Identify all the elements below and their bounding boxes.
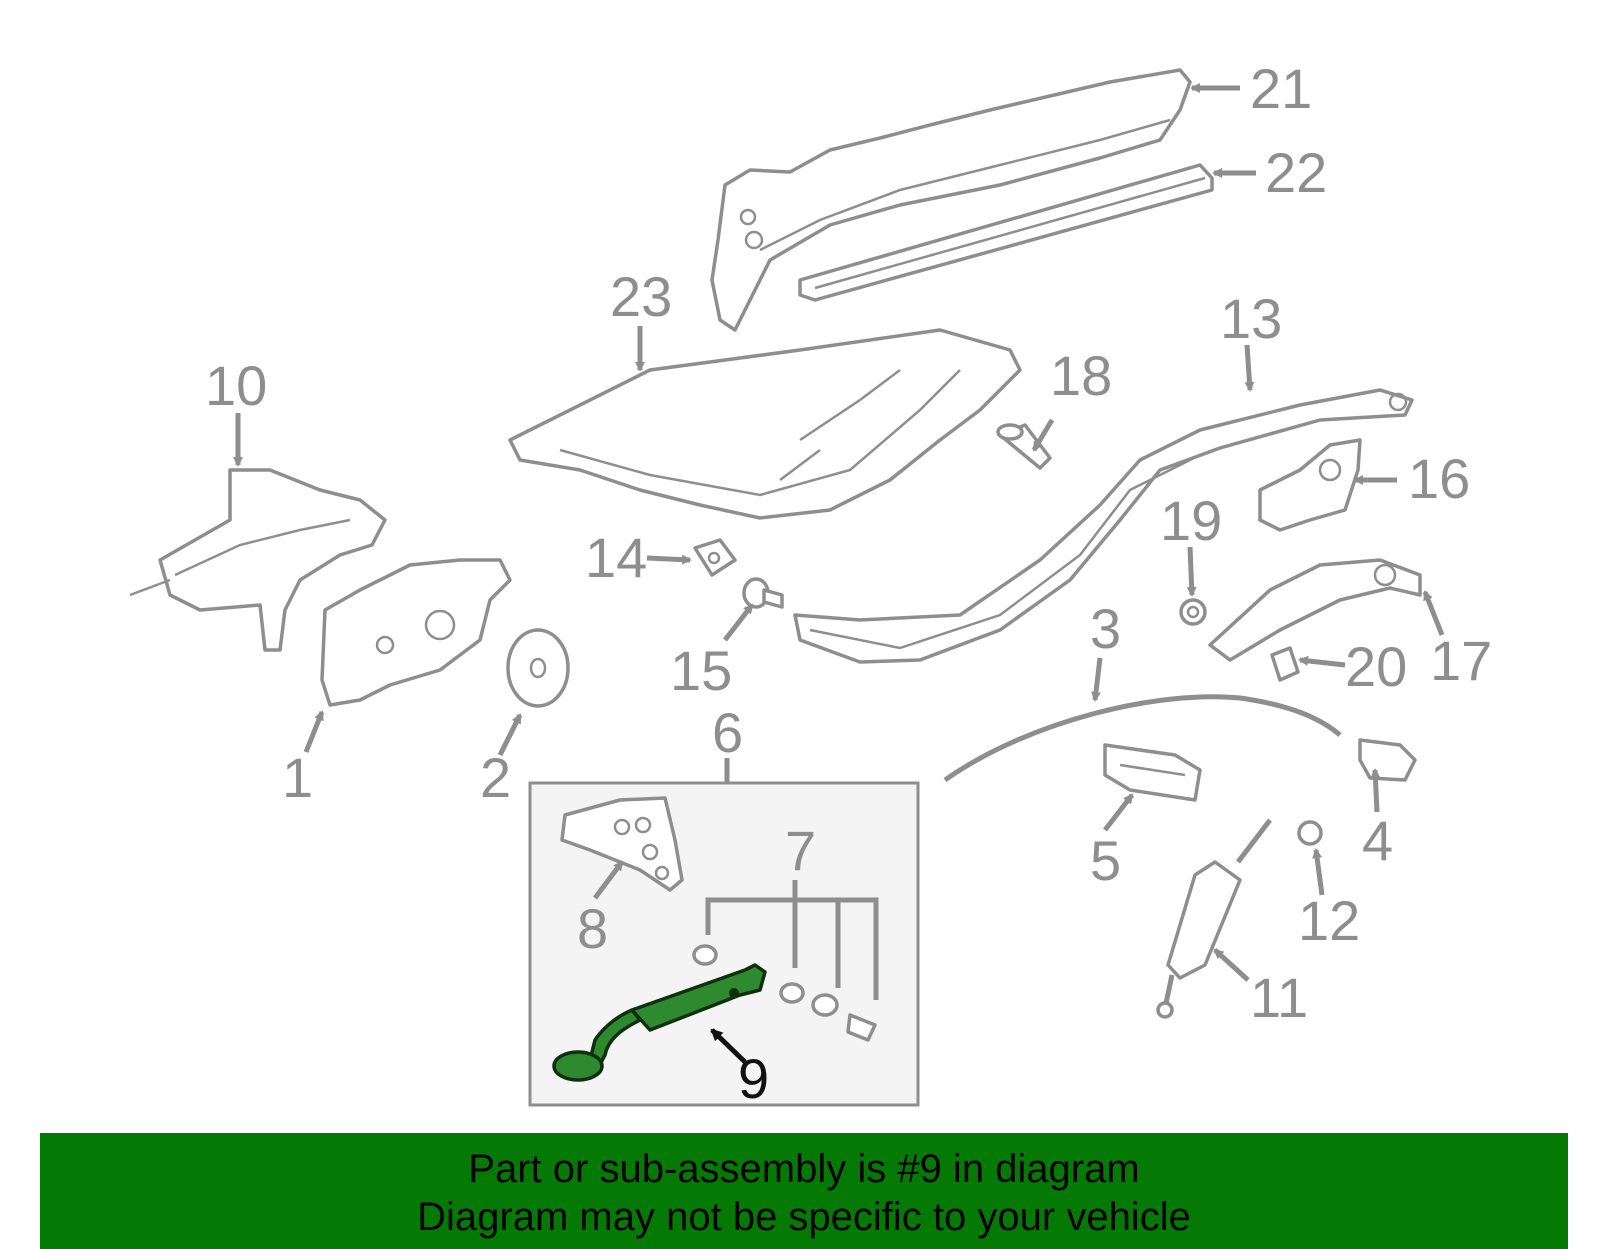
callout-13: 13 xyxy=(1220,287,1282,350)
callout-23: 23 xyxy=(610,265,672,328)
part-7-hardware xyxy=(692,880,879,1042)
part-15-bushing xyxy=(742,577,784,609)
banner-line-disclaimer: Diagram may not be specific to your vehi… xyxy=(417,1195,1191,1239)
part-12-bumper xyxy=(1297,820,1323,846)
callout-20: 20 xyxy=(1345,635,1407,698)
callout-21: 21 xyxy=(1250,57,1312,120)
callout-9: 9 xyxy=(738,1047,769,1110)
callout-3: 3 xyxy=(1090,597,1121,660)
callout-12: 12 xyxy=(1298,889,1360,952)
part-3-cable xyxy=(943,694,1342,783)
part-20-clip xyxy=(1270,646,1300,682)
callout-labels: 21 22 23 13 18 10 16 19 14 3 20 17 15 6 … xyxy=(205,57,1492,1110)
info-banner: Part or sub-assembly is #9 in diagram Di… xyxy=(40,1133,1568,1249)
callout-11: 11 xyxy=(1250,966,1308,1029)
part-5-module xyxy=(1103,743,1202,802)
callout-15: 15 xyxy=(670,639,732,702)
part-16-hinge-bracket xyxy=(1258,438,1362,532)
part-18-pin xyxy=(996,423,1052,470)
part-22-seal-strip xyxy=(798,163,1214,302)
part-19-grommet xyxy=(1179,598,1207,626)
part-13-arm xyxy=(793,388,1414,664)
part-17-link xyxy=(1208,558,1422,662)
part-14-clip xyxy=(693,538,737,577)
part-2-washer xyxy=(506,628,570,708)
part-21-frame-rail xyxy=(710,68,1192,332)
callout-6: 6 xyxy=(712,701,743,764)
callout-17: 17 xyxy=(1430,629,1492,692)
part-8-plate xyxy=(560,796,684,892)
callout-16: 16 xyxy=(1408,447,1470,510)
callout-19: 19 xyxy=(1160,489,1222,552)
callout-5: 5 xyxy=(1090,829,1121,892)
part-10-latch-bracket xyxy=(129,468,387,652)
callout-1: 1 xyxy=(282,746,313,809)
part-23-trim-panel xyxy=(508,328,1022,520)
banner-line-part-number: Part or sub-assembly is #9 in diagram xyxy=(468,1147,1140,1191)
callout-2: 2 xyxy=(480,746,511,809)
callout-10: 10 xyxy=(205,354,267,417)
part-11-strut xyxy=(1156,818,1272,1019)
part-4-connector xyxy=(1358,738,1417,782)
part-1-actuator xyxy=(320,558,512,707)
part-9-highlighted-arm xyxy=(552,963,767,1082)
callout-7: 7 xyxy=(785,819,816,882)
callout-4: 4 xyxy=(1362,809,1393,872)
leader-lines xyxy=(233,83,1445,1064)
callout-8: 8 xyxy=(577,897,608,960)
callout-22: 22 xyxy=(1265,141,1327,204)
callout-14: 14 xyxy=(585,526,647,589)
callout-18: 18 xyxy=(1050,344,1112,407)
